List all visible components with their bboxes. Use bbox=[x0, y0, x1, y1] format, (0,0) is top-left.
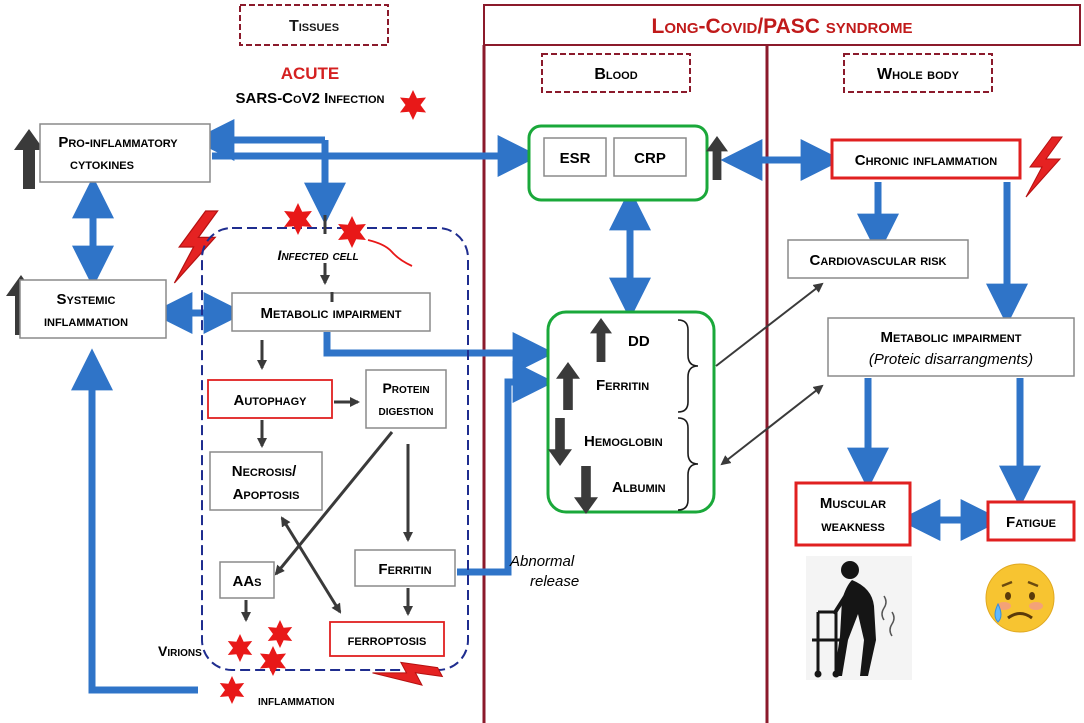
esr-crp-panel: ESR CRP bbox=[527, 124, 709, 202]
ferroptosis-label: ferroptosis bbox=[348, 632, 427, 649]
virion-icon-4 bbox=[219, 676, 245, 704]
whole-body-header-label: Whole body bbox=[877, 66, 960, 83]
cell-virus-icon-2 bbox=[338, 216, 366, 248]
virion-icon-3 bbox=[259, 646, 287, 676]
metabolic-body-label-1: Metabolic impairment bbox=[881, 329, 1022, 346]
protein-label-2: digestion bbox=[378, 402, 433, 418]
chronic-inflammation-box: Chronic inflammation bbox=[830, 138, 1022, 180]
metabolic-impairment-label: Metabolic impairment bbox=[261, 305, 402, 322]
esr-label: ESR bbox=[560, 150, 591, 167]
tissues-header-label: Tissues bbox=[289, 18, 339, 35]
elderly-walker-icon bbox=[806, 556, 912, 680]
ferritin-tissue-box: Ferritin bbox=[354, 549, 456, 587]
arrow-necrosis-ferroptosis bbox=[280, 516, 342, 614]
aas-box: AAs bbox=[219, 561, 275, 599]
necrosis-label-2: Apoptosis bbox=[233, 486, 300, 503]
viral-rna-strand bbox=[367, 239, 413, 267]
fatigue-box: Fatigue bbox=[986, 500, 1076, 542]
cardiovascular-risk-label: Cardiovascular risk bbox=[809, 252, 946, 269]
autophagy-label: Autophagy bbox=[234, 392, 308, 409]
metabolic-body-label-2: (Proteic disarrangments) bbox=[869, 351, 1033, 368]
cell-dark-arrows bbox=[241, 215, 413, 622]
acute-title: ACUTE bbox=[281, 64, 340, 83]
abnormal-label-1: Abnormal bbox=[509, 553, 575, 570]
infected-cell-label: Infected cell bbox=[277, 247, 358, 263]
ferritin-tissue-label: Ferritin bbox=[378, 561, 431, 578]
crp-up-arrow-icon bbox=[706, 136, 728, 180]
infected-cell-boundary bbox=[201, 227, 469, 671]
long-covid-header-label: Long-Covid/PASC syndrome bbox=[652, 15, 913, 38]
abnormal-label-2: release bbox=[530, 573, 579, 590]
dd-label: DD bbox=[628, 333, 650, 350]
virion-icon-2 bbox=[267, 620, 293, 648]
systemic-inflammation-box: Systemic inflammation bbox=[19, 279, 167, 339]
blood-header-label: Blood bbox=[594, 66, 637, 83]
acute-virus-icon bbox=[399, 90, 427, 120]
pro-inflammatory-label-2: cytokines bbox=[70, 156, 134, 173]
cell-virus-icon-1 bbox=[284, 203, 312, 235]
arrow-ferritin-release bbox=[457, 361, 555, 576]
arrow-braces-cardio bbox=[715, 282, 824, 367]
arrow-braces-metabolic bbox=[720, 384, 824, 466]
acute-infection-label: SARS-CoV2 Infection bbox=[236, 90, 385, 107]
brace-upper bbox=[677, 319, 699, 413]
tissues-header: Tissues bbox=[239, 4, 389, 46]
whole-body-header: Whole body bbox=[843, 53, 993, 93]
inflammation-label: inflammation bbox=[258, 692, 334, 708]
sad-face-emoji-icon bbox=[985, 563, 1055, 633]
pro-inflammatory-box: Pro-inflammatory cytokines bbox=[39, 123, 211, 183]
systemic-label-1: Systemic bbox=[57, 291, 116, 308]
virions-label: Virions bbox=[158, 643, 202, 659]
chronic-inflammation-label: Chronic inflammation bbox=[855, 152, 998, 169]
protein-digestion-box: Protein digestion bbox=[365, 369, 447, 429]
cardiovascular-risk-box: Cardiovascular risk bbox=[787, 239, 969, 279]
muscular-label-2: weakness bbox=[821, 518, 885, 535]
long-covid-header: Long-Covid/PASC syndrome bbox=[483, 4, 1081, 46]
muscular-label-1: Muscular bbox=[820, 495, 886, 512]
pro-inflammatory-label-1: Pro-inflammatory bbox=[58, 134, 178, 151]
metabolic-body-box: Metabolic impairment (Proteic disarrangm… bbox=[827, 317, 1075, 377]
necrosis-box: Necrosis/ Apoptosis bbox=[209, 451, 323, 511]
albumin-label: Albumin bbox=[612, 479, 666, 496]
arrow-metabolic-to-blood bbox=[323, 332, 555, 374]
aas-label: AAs bbox=[232, 573, 261, 590]
systemic-lightning-icon bbox=[173, 210, 219, 284]
crp-label: CRP bbox=[634, 150, 666, 167]
blue-arrows bbox=[71, 119, 1041, 694]
hemoglobin-label: Hemoglobin bbox=[584, 433, 663, 450]
blood-header: Blood bbox=[541, 53, 691, 93]
ferritin-blood-label: Ferritin bbox=[596, 377, 649, 394]
arrow-inflammation-feedback bbox=[71, 348, 198, 694]
virion-icon-1 bbox=[227, 634, 253, 662]
chronic-lightning-icon bbox=[1025, 136, 1063, 198]
autophagy-box: Autophagy bbox=[207, 379, 333, 419]
muscular-weakness-box: Muscular weakness bbox=[794, 481, 912, 547]
brace-lower bbox=[677, 417, 699, 511]
protein-label-1: Protein bbox=[382, 380, 429, 396]
necrosis-label-1: Necrosis/ bbox=[232, 463, 297, 480]
blood-markers-panel bbox=[546, 310, 716, 514]
systemic-label-2: inflammation bbox=[44, 313, 128, 330]
ferroptosis-box: ferroptosis bbox=[329, 621, 445, 657]
fatigue-label: Fatigue bbox=[1006, 514, 1056, 531]
